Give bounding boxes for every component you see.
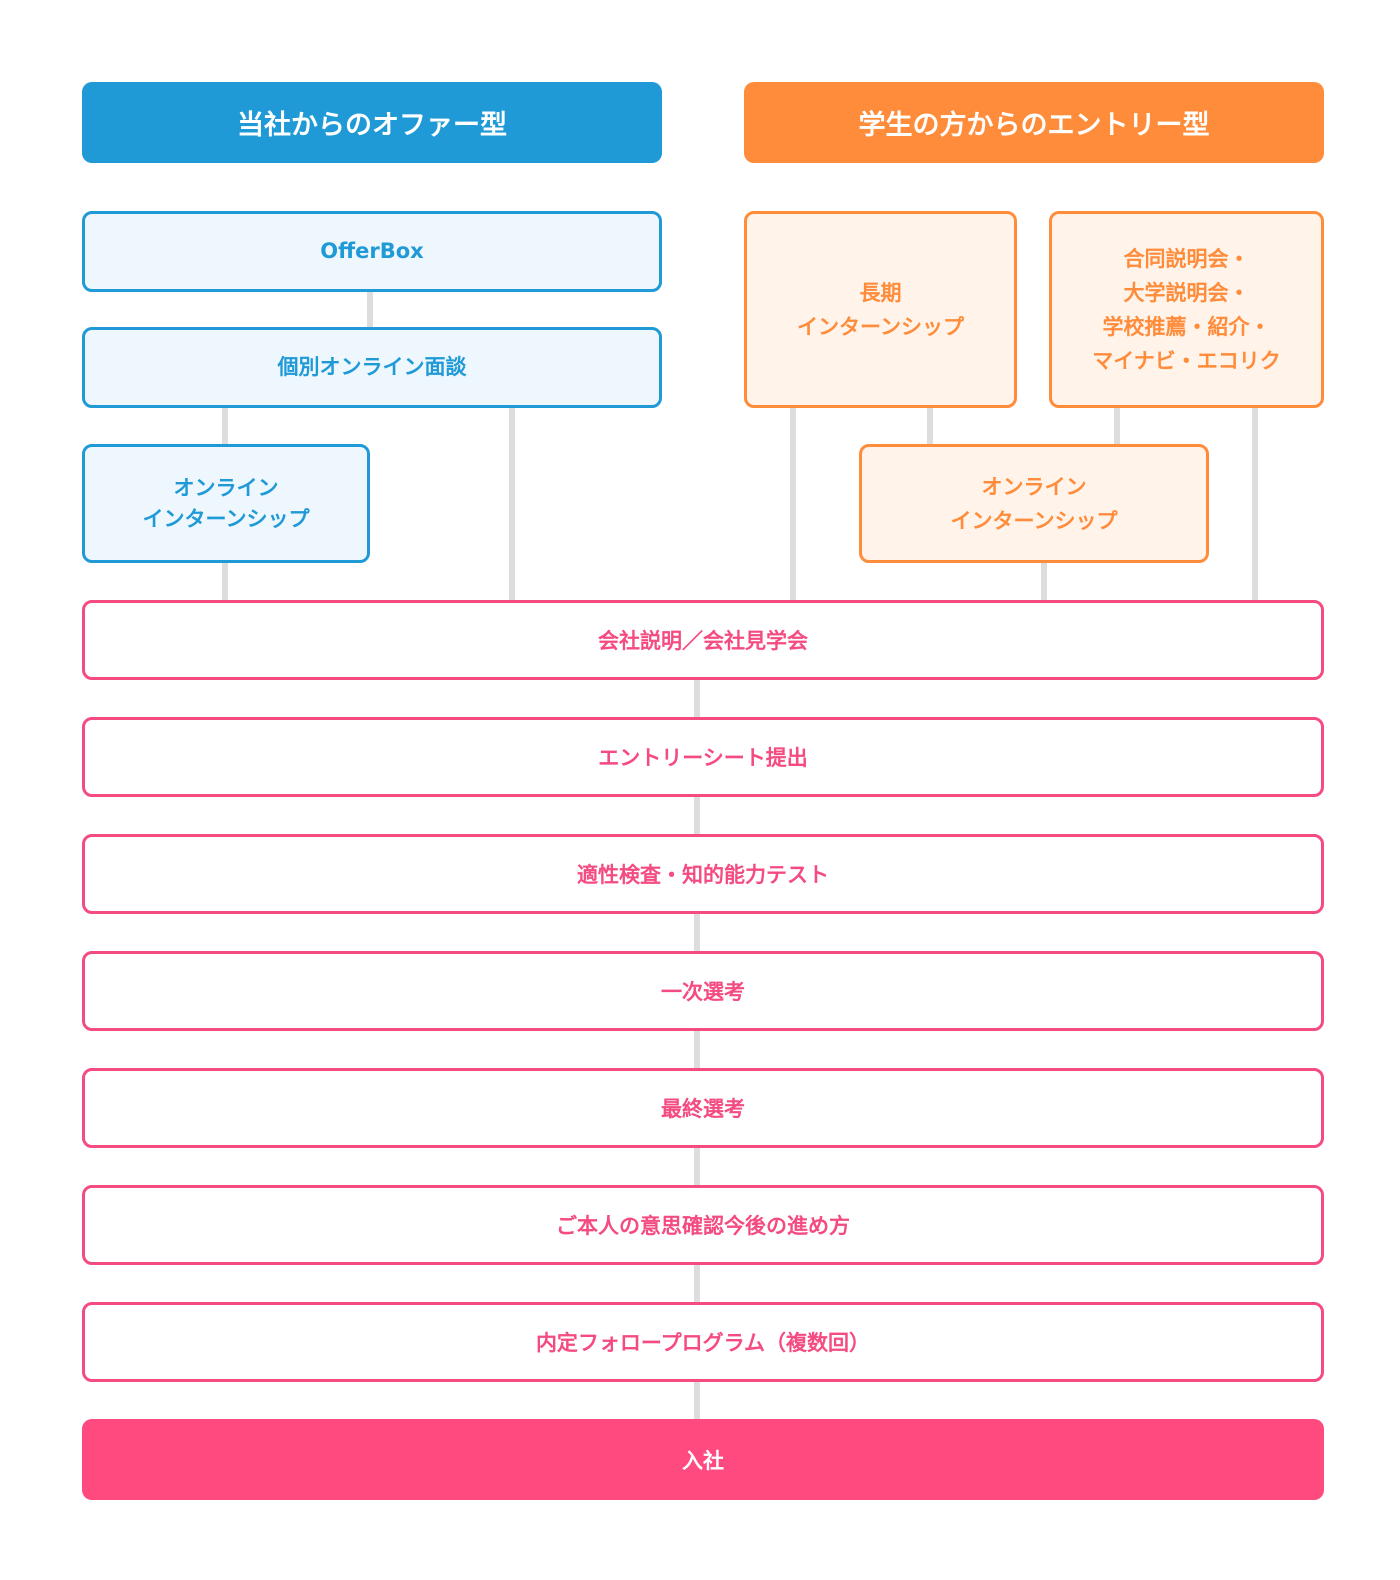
step-offer-follow-program: 内定フォロープログラム（複数回） — [82, 1302, 1324, 1382]
entry-route-header: 学生の方からのエントリー型 — [744, 82, 1324, 163]
connector-long-internship-to-company-briefing — [790, 406, 796, 600]
long-internship-node: 長期 インターンシップ — [744, 211, 1017, 408]
connector-events-to-company-briefing — [1252, 406, 1258, 600]
step-joining: 入社 — [82, 1419, 1324, 1500]
connector-step-1-2 — [694, 677, 700, 717]
step-intent-confirmation: ご本人の意思確認今後の進め方 — [82, 1185, 1324, 1265]
connector-step-3-4 — [694, 911, 700, 951]
connector-events-to-entry-online-internship — [1114, 406, 1120, 444]
connector-interview-to-company-briefing — [509, 406, 515, 600]
events-referral-node: 合同説明会・ 大学説明会・ 学校推薦・紹介・ マイナビ・エコリク — [1049, 211, 1324, 408]
connector-step-5-6 — [694, 1145, 700, 1185]
offerbox-node: OfferBox — [82, 211, 662, 292]
connector-step-7-final — [694, 1379, 700, 1419]
online-interview-node: 個別オンライン面談 — [82, 327, 662, 408]
connector-online-internship-to-company-briefing — [222, 561, 228, 600]
connector-step-4-5 — [694, 1028, 700, 1068]
connector-step-6-7 — [694, 1262, 700, 1302]
step-entry-sheet: エントリーシート提出 — [82, 717, 1324, 797]
connector-long-internship-to-entry-online-internship — [927, 406, 933, 444]
connector-step-2-3 — [694, 794, 700, 834]
connector-entry-online-internship-to-company-briefing — [1041, 561, 1047, 600]
connector-offerbox-to-interview — [367, 290, 373, 328]
connector-interview-to-online-internship — [222, 406, 228, 444]
offer-route-header: 当社からのオファー型 — [82, 82, 662, 163]
offer-online-internship-node: オンライン インターンシップ — [82, 444, 370, 563]
step-final-interview: 最終選考 — [82, 1068, 1324, 1148]
step-company-briefing: 会社説明／会社見学会 — [82, 600, 1324, 680]
entry-online-internship-node: オンライン インターンシップ — [859, 444, 1209, 563]
step-first-interview: 一次選考 — [82, 951, 1324, 1031]
step-aptitude-test: 適性検査・知的能力テスト — [82, 834, 1324, 914]
